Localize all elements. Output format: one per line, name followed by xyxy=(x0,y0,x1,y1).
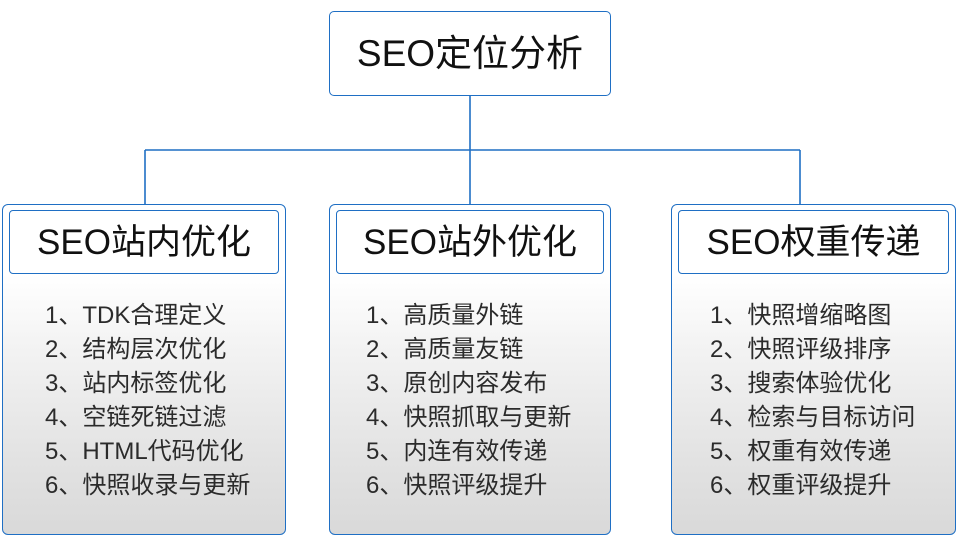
root-node-title: SEO定位分析 xyxy=(356,33,584,74)
list-item: 6、权重评级提升 xyxy=(710,472,892,499)
list-item: 4、快照抓取与更新 xyxy=(366,404,572,431)
list-item: 6、快照收录与更新 xyxy=(45,472,251,499)
list-item: 5、HTML代码优化 xyxy=(45,438,244,465)
branch-title-2: SEO站外优化 xyxy=(363,222,577,262)
branch-item-list-1: 1、TDK合理定义 2、结构层次优化 3、站内标签优化 4、空链死链过滤 5、H… xyxy=(3,277,285,534)
list-item: 1、高质量外链 xyxy=(366,302,524,329)
list-item: 6、快照评级提升 xyxy=(366,472,548,499)
list-item: 4、空链死链过滤 xyxy=(45,404,227,431)
list-item: 3、搜索体验优化 xyxy=(710,370,892,397)
branch-header-2[interactable]: SEO站外优化 xyxy=(336,210,604,274)
branch-item-list-3: 1、快照增缩略图 2、快照评级排序 3、搜索体验优化 4、检索与目标访问 5、权… xyxy=(672,277,955,534)
list-item: 2、快照评级排序 xyxy=(710,336,892,363)
branch-item-list-2: 1、高质量外链 2、高质量友链 3、原创内容发布 4、快照抓取与更新 5、内连有… xyxy=(330,277,610,534)
branch-title-3: SEO权重传递 xyxy=(706,222,921,262)
root-node[interactable]: SEO定位分析 xyxy=(329,11,611,96)
branch-header-1[interactable]: SEO站内优化 xyxy=(9,210,279,274)
list-item: 1、快照增缩略图 xyxy=(710,302,892,329)
list-item: 3、原创内容发布 xyxy=(366,370,548,397)
list-item: 3、站内标签优化 xyxy=(45,370,227,397)
list-item: 4、检索与目标访问 xyxy=(710,404,916,431)
list-item: 2、结构层次优化 xyxy=(45,336,227,363)
branch-panel-seo-onsite[interactable]: SEO站内优化 1、TDK合理定义 2、结构层次优化 3、站内标签优化 4、空链… xyxy=(2,204,286,535)
branch-title-1: SEO站内优化 xyxy=(37,222,251,262)
list-item: 5、内连有效传递 xyxy=(366,438,548,465)
list-item: 1、TDK合理定义 xyxy=(45,302,227,329)
list-item: 2、高质量友链 xyxy=(366,336,524,363)
branch-header-3[interactable]: SEO权重传递 xyxy=(678,210,949,274)
branch-panel-seo-offsite[interactable]: SEO站外优化 1、高质量外链 2、高质量友链 3、原创内容发布 4、快照抓取与… xyxy=(329,204,611,535)
branch-panel-seo-weight[interactable]: SEO权重传递 1、快照增缩略图 2、快照评级排序 3、搜索体验优化 4、检索与… xyxy=(671,204,956,535)
list-item: 5、权重有效传递 xyxy=(710,438,892,465)
